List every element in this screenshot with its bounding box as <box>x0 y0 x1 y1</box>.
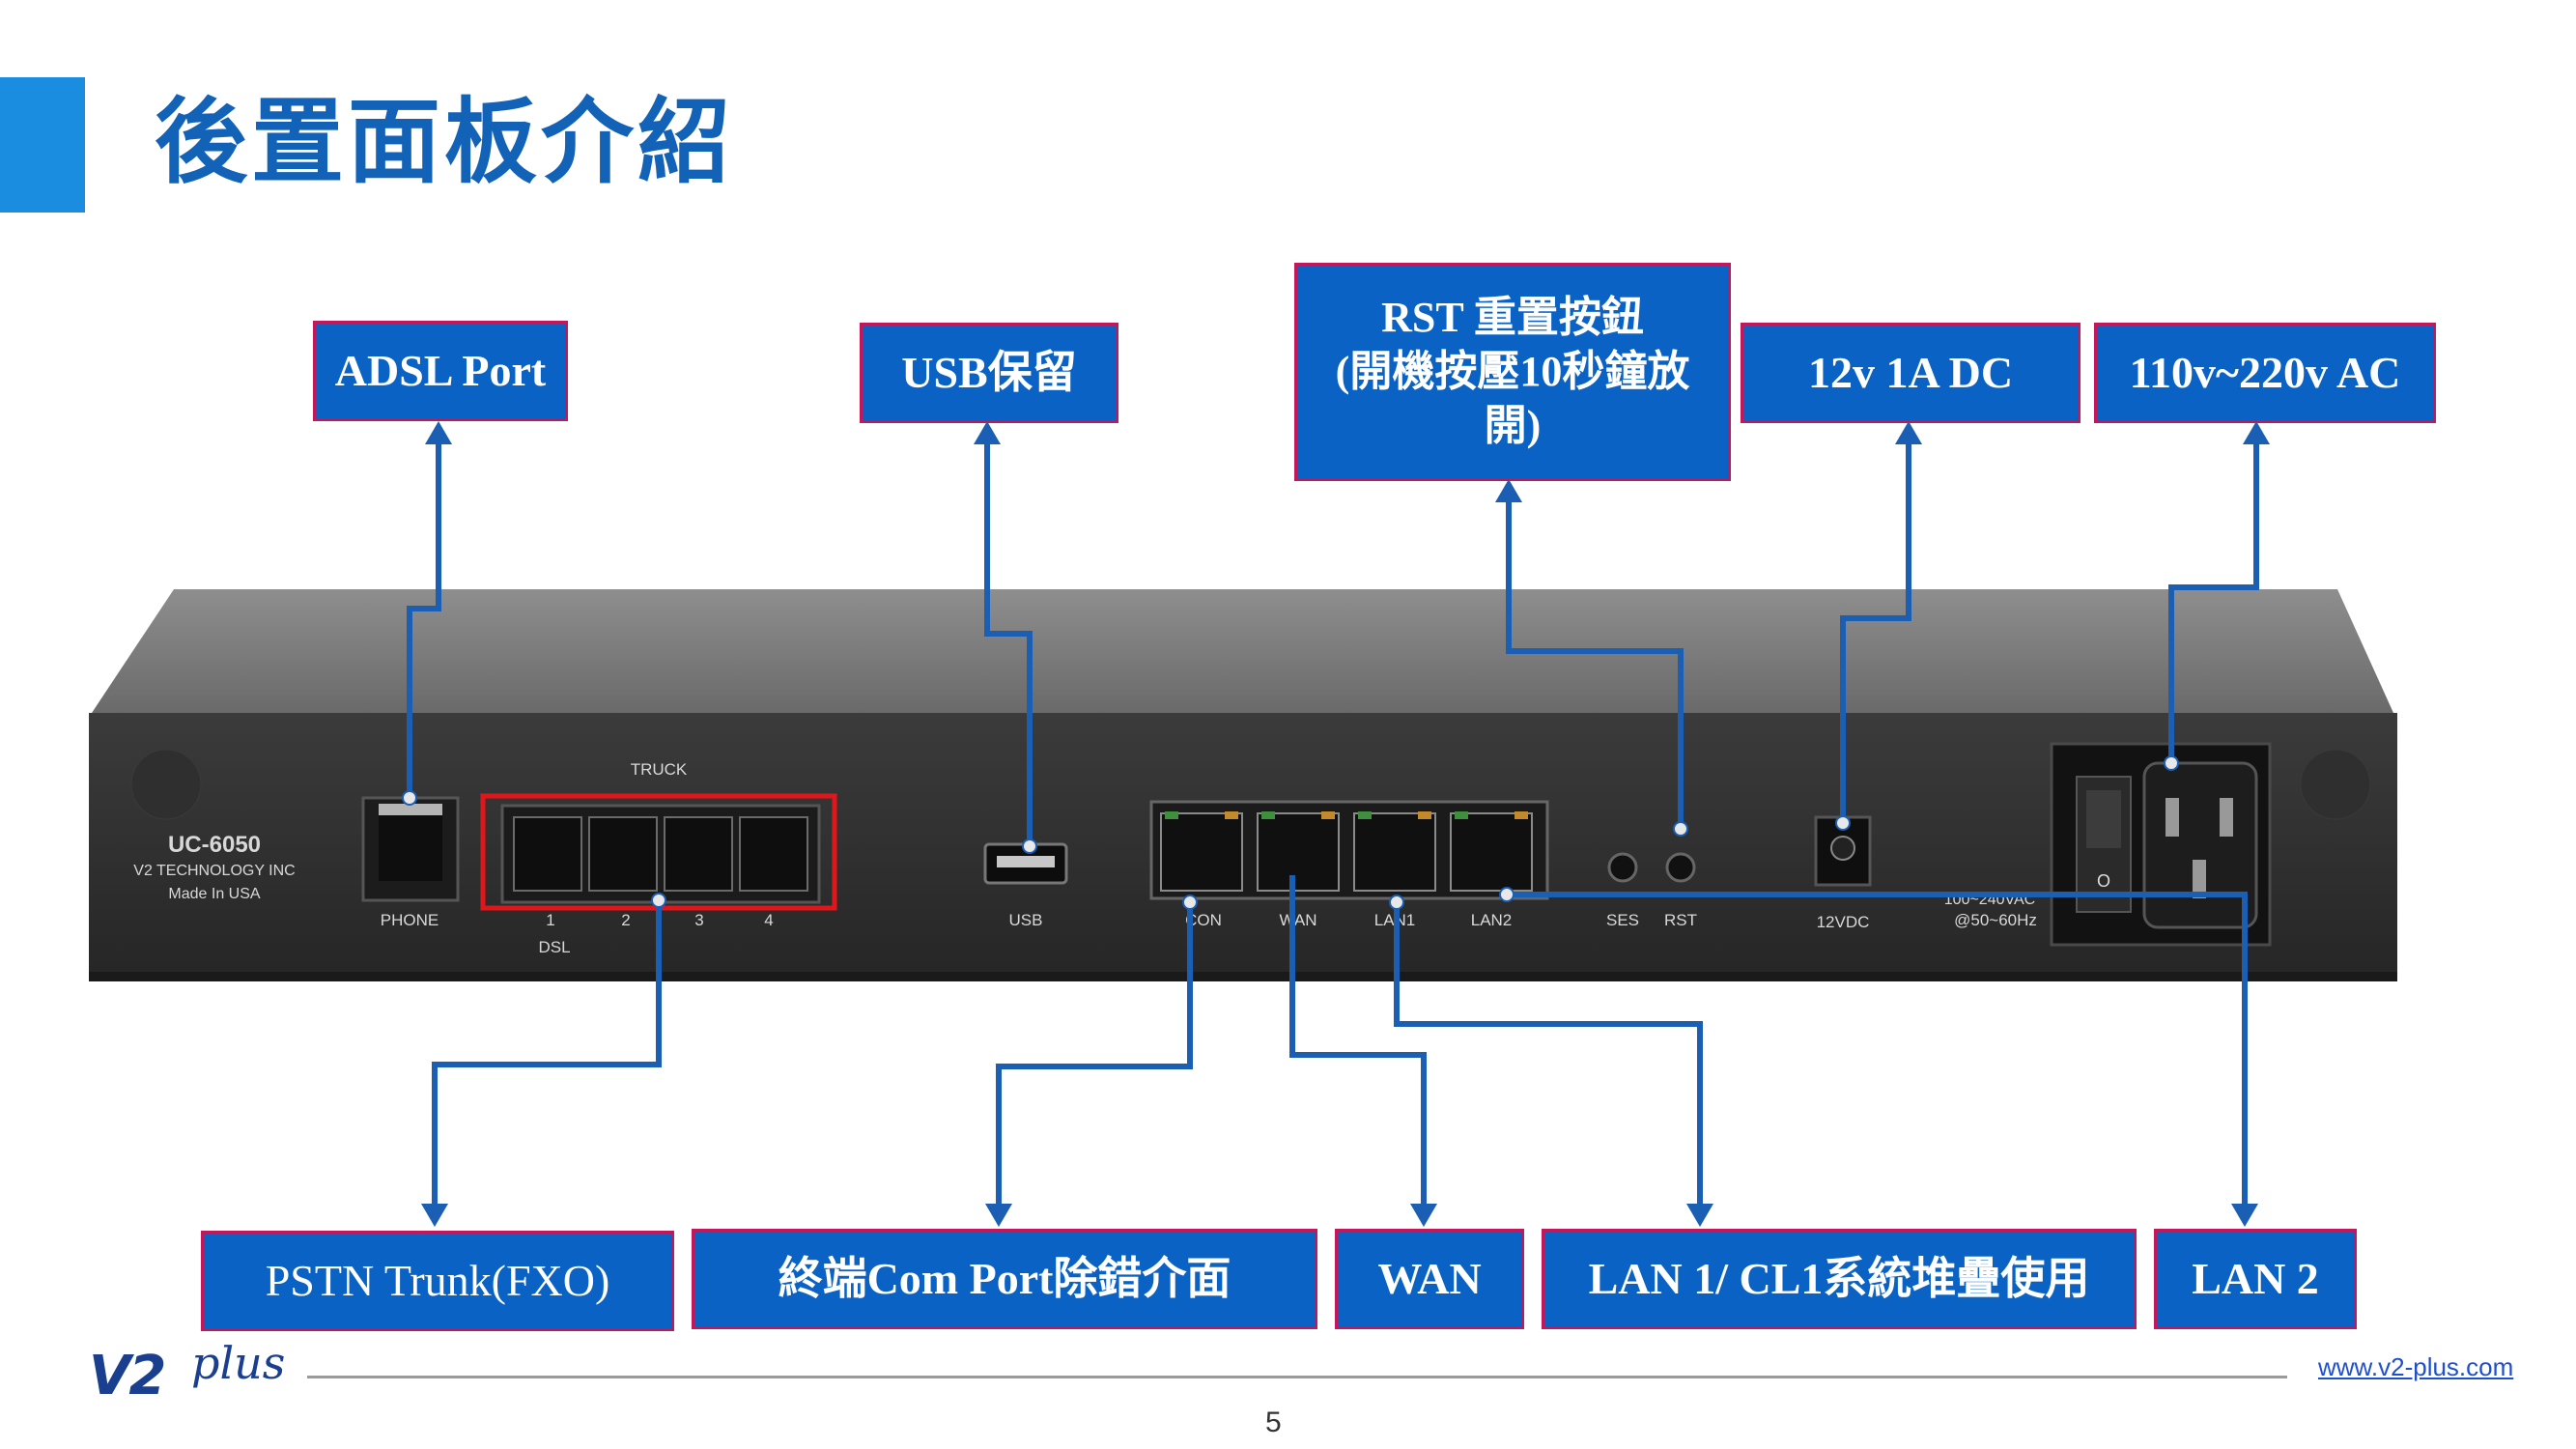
dsl-label: DSL <box>538 938 570 956</box>
trunk-ports <box>513 816 808 892</box>
connector-arrowheads <box>421 421 2270 1227</box>
ses-label: SES <box>1606 911 1639 929</box>
device-top-surface <box>92 589 2393 713</box>
trunk-port-3-label: 3 <box>694 911 703 929</box>
logo-suffix: plus <box>191 1337 286 1389</box>
callout-lan2: LAN 2 <box>2154 1229 2357 1329</box>
trunk-port-1-label: 1 <box>546 911 554 929</box>
trunk-port-4-label: 4 <box>764 911 773 929</box>
svg-text:O: O <box>2097 871 2110 891</box>
device-origin: Made In USA <box>168 886 260 902</box>
lan2-label: LAN2 <box>1471 911 1513 929</box>
callout-usb-text: USB保留 <box>901 348 1077 397</box>
con-label: CON <box>1185 911 1222 929</box>
dc-label: 12VDC <box>1817 913 1870 931</box>
callout-usb: USB保留 <box>860 323 1118 423</box>
callout-console-port: 終端Com Port除錯介面 <box>692 1229 1317 1329</box>
rst-label: RST <box>1664 911 1697 929</box>
callout-rst-line-3: 開) <box>1484 402 1542 449</box>
trunk-port-2-label: 2 <box>621 911 630 929</box>
callout-rst-line-2: (開機按壓10秒鐘放 <box>1335 348 1690 395</box>
callout-dc: 12v 1A DC <box>1741 323 2081 423</box>
callout-lan2-text: LAN 2 <box>2192 1254 2319 1303</box>
title-accent-bar <box>0 77 85 213</box>
rst-button <box>1665 852 1696 883</box>
callout-adsl-port: ADSL Port <box>313 321 568 421</box>
device-maker: V2 TECHNOLOGY INC <box>133 863 295 879</box>
callout-ac-text: 110v~220v AC <box>2129 348 2401 397</box>
callout-lan1-text: LAN 1/ CL1系統堆疊使用 <box>1588 1254 2090 1303</box>
ses-button <box>1607 852 1638 883</box>
page-number: 5 <box>1265 1406 1282 1438</box>
page-title: 後置面板介紹 <box>155 88 734 196</box>
callout-pstn-trunk: PSTN Trunk(FXO) <box>201 1231 674 1331</box>
logo-main: V2 <box>89 1345 166 1407</box>
ethernet-ports <box>1160 811 1533 892</box>
callout-adsl-text: ADSL Port <box>334 346 547 395</box>
callout-pstn-text: PSTN Trunk(FXO) <box>265 1256 610 1305</box>
connector-lines <box>407 435 2259 1213</box>
phone-port-label: PHONE <box>381 911 439 929</box>
callout-console-text: 終端Com Port除錯介面 <box>778 1254 1231 1303</box>
usb-label: USB <box>1009 911 1043 929</box>
wan-label: WAN <box>1279 911 1316 929</box>
callout-rst-line-1: RST 重置按鈕 <box>1381 294 1644 341</box>
connector-endpoints <box>402 755 2179 910</box>
callout-wan: WAN <box>1335 1229 1524 1329</box>
device-model: UC-6050 <box>168 832 261 858</box>
footer-divider <box>307 1376 2287 1378</box>
callout-lan1: LAN 1/ CL1系統堆疊使用 <box>1542 1229 2137 1329</box>
truck-label: TRUCK <box>631 760 688 779</box>
callout-rst: RST 重置按鈕 (開機按壓10秒鐘放 開) <box>1294 263 1731 481</box>
callout-ac: 110v~220v AC <box>2094 323 2436 423</box>
website-link[interactable]: www.v2-plus.com <box>2318 1352 2514 1381</box>
callout-wan-text: WAN <box>1377 1254 1482 1303</box>
ac-freq-label: @50~60Hz <box>1954 911 2037 929</box>
callout-dc-text: 12v 1A DC <box>1807 348 2014 397</box>
